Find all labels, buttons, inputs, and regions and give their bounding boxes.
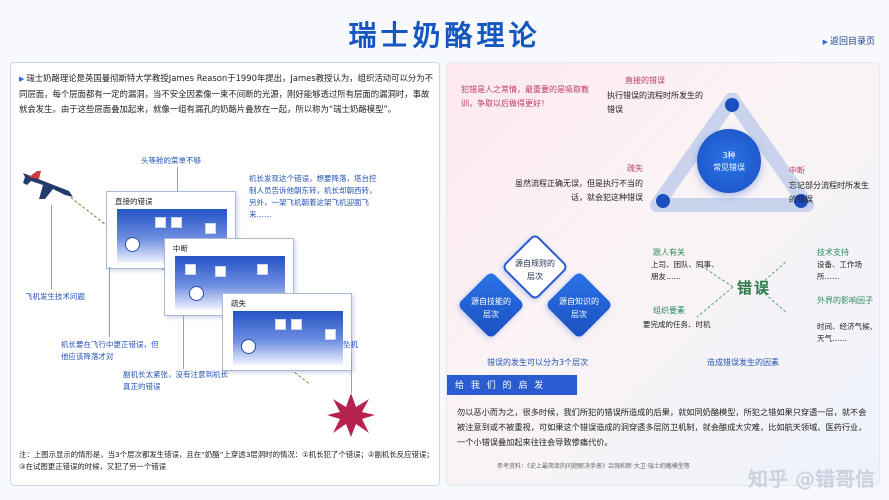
- env-text: 时间、经济气候、天气……: [817, 322, 877, 343]
- left-panel: ▶瑞士奶酪理论是英国曼彻斯特大学教授James Reason于1990年提出，J…: [10, 62, 440, 486]
- reference-note: 参考资料：《史上最简单的问题解决手册》吕强和新·大卫·瑞士奶酪模型等: [497, 463, 690, 470]
- label-crash: 坠机: [343, 340, 358, 349]
- slice-label: 疏失: [231, 299, 246, 308]
- hole-square: [215, 266, 226, 277]
- diagram-note: 注：上图示显示的情形是，当3个层次都发生错误，且在“奶酪”上穿透3层洞时的情况：…: [19, 450, 434, 471]
- back-link-label: 返回目录页: [829, 37, 875, 47]
- hole-square: [205, 223, 216, 234]
- people-heading: 跟人有关: [653, 248, 685, 257]
- diamond-rule-label: 源自规则的层次: [515, 259, 555, 281]
- insight-heading: 给 我 们 的 启 发: [447, 375, 577, 395]
- label-menu-issue: 头等舱的菜单不够: [141, 156, 201, 165]
- hole-square: [325, 329, 336, 340]
- watermark: 知乎 @错哥信: [748, 467, 875, 491]
- right-panel: 犯错是人之常情，最重要的是吸取教训，争取以后做得更好！ 3种 常见错误 直接的错…: [446, 62, 880, 486]
- bullet-icon: ▶: [19, 75, 25, 83]
- levels-caption: 错误的发生可以分为3个层次: [487, 358, 589, 367]
- hole-circle: [189, 286, 204, 301]
- three-error-types-badge: 3种 常见错误: [697, 129, 761, 193]
- crash-burst-icon: [327, 393, 375, 437]
- cheese-slice-direct-error: 直接的错误: [106, 191, 236, 269]
- diamond-knowledge-label: 源自知识的层次: [559, 297, 599, 319]
- slice-plate: [233, 311, 343, 365]
- tech-text: 设备、工作场所……: [817, 260, 862, 281]
- env-heading: 外界的影响因子: [817, 296, 873, 305]
- page-title: 瑞士奶酪理论: [348, 19, 541, 52]
- tech-heading: 技术支持: [817, 248, 849, 257]
- pointer-line: [109, 267, 110, 337]
- hole-square: [171, 217, 182, 228]
- pointer-line: [51, 205, 52, 289]
- hole-square: [275, 319, 286, 330]
- label-technical-problem: 飞机发生技术问题: [25, 292, 85, 301]
- org-text: 要完成的任务、时机: [643, 320, 711, 329]
- intro-paragraph: ▶瑞士奶酪理论是英国曼彻斯特大学教授James Reason于1990年提出，J…: [19, 71, 433, 117]
- slice-label: 直接的错误: [115, 197, 153, 206]
- intro-text: 瑞士奶酪理论是英国曼彻斯特大学教授James Reason于1990年提出，Ja…: [19, 73, 433, 114]
- hole-square: [185, 264, 196, 275]
- pointer-line: [183, 315, 184, 369]
- slice-label: 中断: [173, 244, 188, 253]
- diamond-skill-label: 源自技能的层次: [471, 297, 511, 319]
- pointer-line: [177, 167, 178, 191]
- slogan: 犯错是人之常情，最重要的是吸取教训，争取以后做得更好！: [461, 85, 589, 108]
- people-text: 上司、团队、同事、朋友……: [651, 260, 719, 281]
- label-pilot-description: 机长发现这个错误，想要降落，塔台控制人员告诉他朝东转，机长却朝西转，另外，一架飞…: [249, 174, 377, 219]
- lapse-heading: 疏失: [627, 164, 643, 173]
- label-captain-correction: 机长要在飞行中更正错误，但他应该降落才对: [61, 340, 159, 361]
- org-heading: 组织要素: [653, 306, 685, 315]
- direct-error-heading: 直接的错误: [625, 76, 665, 85]
- pointer-line: [351, 353, 352, 393]
- hole-square: [291, 319, 302, 330]
- factor-connectors: [696, 260, 788, 318]
- cheese-slice-lapse: 疏失: [222, 293, 352, 371]
- badge-text: 3种 常见错误: [713, 151, 745, 172]
- hole-square: [155, 217, 166, 228]
- interrupt-heading: 中断: [789, 166, 805, 175]
- insight-text: 勿以恶小而为之，很多时候，我们所犯的错误所造成的后果，就如同奶酪模型，所犯之错如…: [457, 407, 867, 447]
- lapse-text: 虽然流程正确无误，但是执行不当的话，就会犯这种错误: [515, 179, 643, 202]
- hole-circle: [241, 339, 256, 354]
- direct-error-text: 执行错误的流程时所发生的错误: [607, 91, 703, 114]
- label-copilot-nervous: 副机长太紧张，没有注意到机长真正的错误: [123, 370, 228, 391]
- error-center-label: 错误: [737, 279, 772, 297]
- airplane-icon: [23, 171, 73, 199]
- factors-caption: 造成错误发生的因素: [707, 358, 779, 367]
- hole-circle: [125, 237, 140, 252]
- back-to-contents-link[interactable]: ▶返回目录页: [823, 34, 875, 47]
- triangle-icon: ▶: [822, 38, 828, 46]
- interrupt-text: 忘记部分流程时所发生的错误: [789, 181, 869, 204]
- triangle-diagram: [650, 93, 814, 212]
- hole-square: [257, 264, 268, 275]
